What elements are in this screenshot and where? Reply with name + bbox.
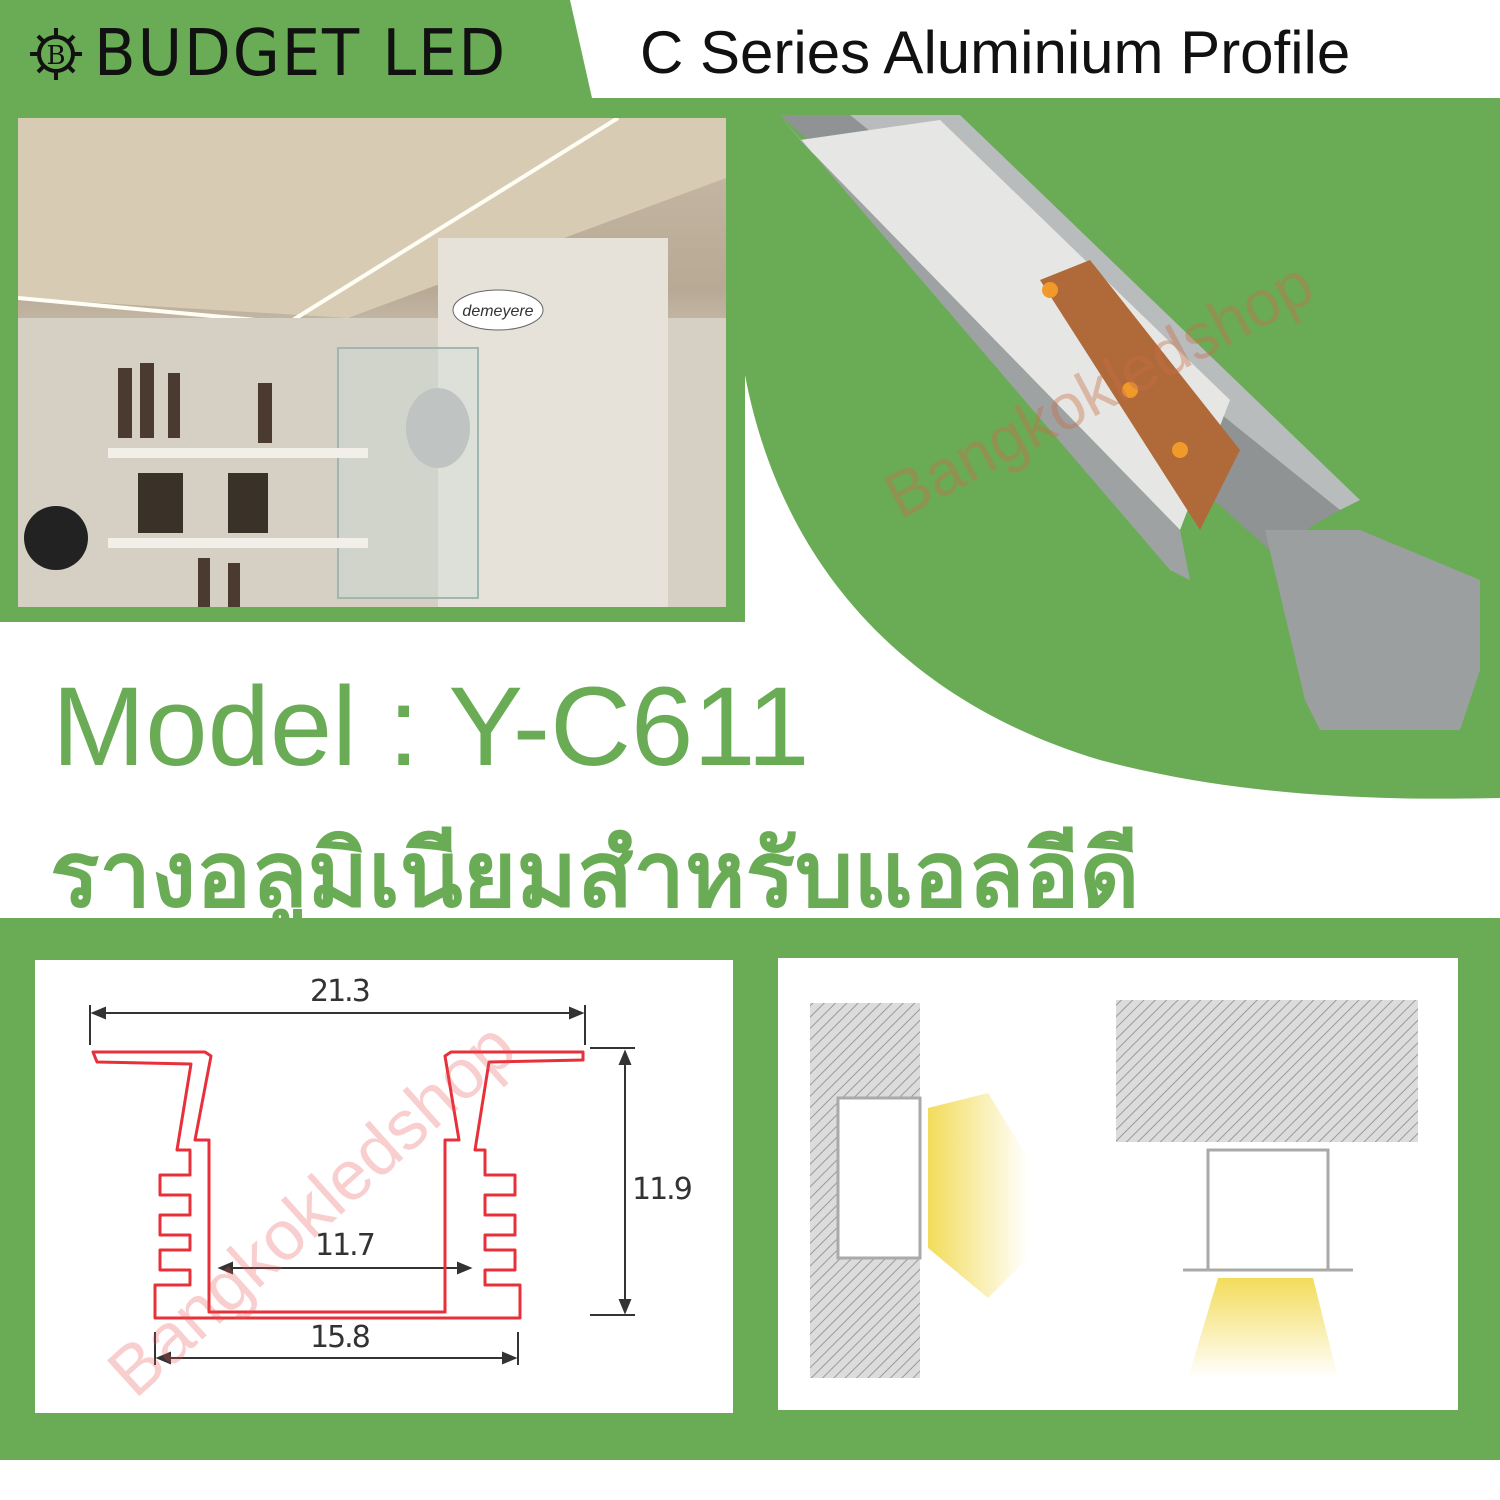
dim-inner-width: 11.7 (315, 1228, 376, 1263)
dim-height: 11.9 (632, 1172, 693, 1207)
ceiling-mount-diagram (1116, 1000, 1418, 1378)
product-render: Bangkokledshop (780, 115, 1480, 730)
application-photo: demeyere (18, 118, 726, 607)
product-thai-name: รางอลูมิเนียมสำหรับแอลอีดี (50, 821, 1140, 928)
demeyere-sign: demeyere (462, 303, 533, 320)
dim-bottom-width: 15.8 (310, 1320, 371, 1355)
cross-section-panel: Bangkokledshop 21.3 11.9 11.7 15.8 (35, 960, 733, 1413)
svg-text:B: B (46, 41, 65, 71)
brand-logo: B BUDGET LED (28, 14, 529, 94)
helm-logo-icon: B (30, 28, 82, 80)
page-title: C Series Aluminium Profile (640, 19, 1351, 86)
model-number: Model : Y-C611 (52, 664, 810, 789)
dim-top-width: 21.3 (310, 974, 371, 1009)
installation-panel (778, 958, 1458, 1410)
installation-diagrams (810, 1000, 1418, 1378)
wall-mount-diagram (810, 1003, 1028, 1378)
profile-drawing: Bangkokledshop (89, 1005, 635, 1411)
brand-name: BUDGET LED (94, 17, 508, 91)
